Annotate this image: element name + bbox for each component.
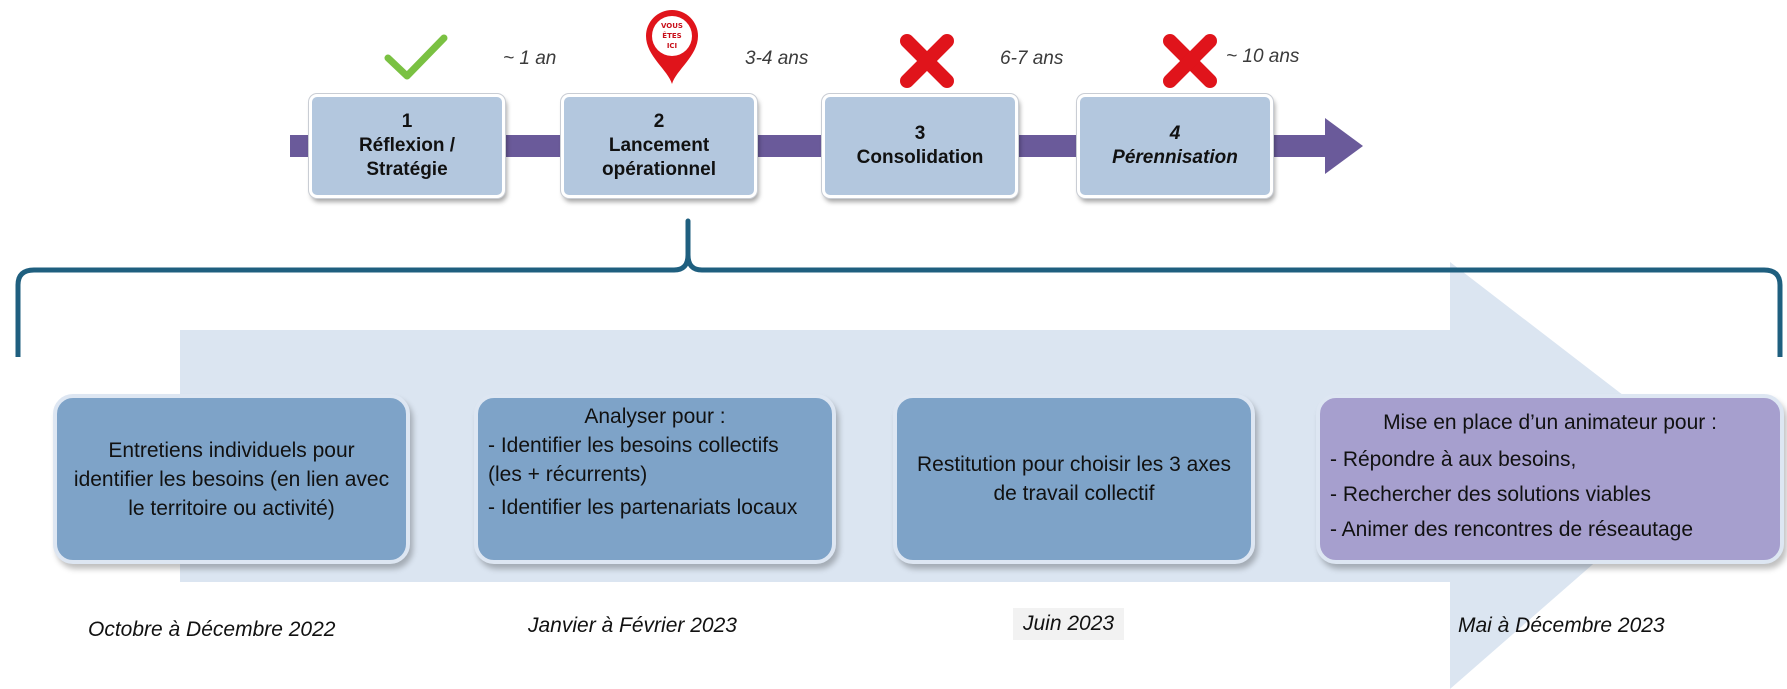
duration-label-1: ~ 1 an <box>503 48 557 69</box>
phase-box-1: 1 Réflexion / Stratégie <box>309 94 505 198</box>
phase-number: 2 <box>653 111 665 132</box>
step-list-item: - Répondre à aux besoins, <box>1330 448 1577 471</box>
phase-title: Réflexion / Stratégie <box>358 135 456 180</box>
duration-label-3: 6-7 ans <box>1000 48 1064 69</box>
pin-text-line-3: ICI <box>667 42 677 50</box>
step-box-2: Analyser pour : - Identifier les besoins… <box>474 394 836 564</box>
cross-icon <box>900 34 954 88</box>
pin-text-line-1: VOUS <box>661 22 683 30</box>
phase-number: 4 <box>1169 123 1181 144</box>
phase-number: 1 <box>401 111 413 132</box>
phase-box-3: 3 Consolidation <box>822 94 1018 198</box>
step-list-item: - Animer des rencontres de réseautage <box>1330 518 1694 541</box>
step-box-3: Restitution pour choisir les 3 axes de t… <box>893 394 1255 564</box>
cross-icon <box>1163 34 1217 88</box>
phase-title: Lancement opérationnel <box>601 135 716 180</box>
location-pin-icon: VOUS ÊTES ICI <box>646 10 698 84</box>
step-heading: Analyser pour : <box>584 405 726 428</box>
phase-box-2: 2 Lancement opérationnel <box>561 94 757 198</box>
date-label-1: Octobre à Décembre 2022 <box>88 618 336 641</box>
step-text: Restitution pour choisir les 3 axes de t… <box>917 453 1231 505</box>
duration-label-2: 3-4 ans <box>745 48 809 69</box>
date-label-3: Juin 2023 <box>1013 608 1125 640</box>
step-list-item: - Identifier les besoins collectifs (les… <box>488 434 779 486</box>
phase-title: Pérennisation <box>1112 147 1238 168</box>
step-list-item: - Identifier les partenariats locaux <box>488 496 798 519</box>
step-text: Entretiens individuels pour identifier l… <box>73 438 390 520</box>
check-icon <box>384 34 448 80</box>
pin-text-line-2: ÊTES <box>662 31 681 40</box>
duration-label-4: ~ 10 ans <box>1226 46 1300 67</box>
step-heading: Mise en place d’un animateur pour : <box>1383 411 1717 434</box>
phase-timeline-line <box>290 135 1330 157</box>
detail-brace <box>15 218 1783 357</box>
date-label-4: Mai à Décembre 2023 <box>1458 614 1665 637</box>
date-label-2: Janvier à Février 2023 <box>528 614 737 637</box>
step-box-1: Entretiens individuels pour identifier l… <box>53 394 410 564</box>
phase-title: Consolidation <box>856 147 984 168</box>
phase-number: 3 <box>914 123 926 144</box>
step-box-4: Mise en place d’un animateur pour : - Ré… <box>1316 394 1784 564</box>
step-list-item: - Rechercher des solutions viables <box>1330 483 1651 506</box>
phase-box-4: 4 Pérennisation <box>1077 94 1273 198</box>
phase-timeline-arrowhead <box>1325 118 1363 174</box>
